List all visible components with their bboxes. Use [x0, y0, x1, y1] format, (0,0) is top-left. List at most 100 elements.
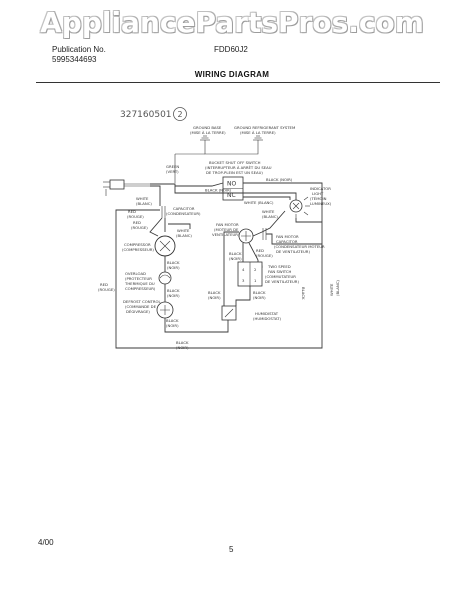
ground-base-label: GROUND BASE: [193, 125, 222, 130]
fan-cap-to-right: [266, 233, 322, 245]
indicator-label: INDICATOR: [310, 186, 331, 191]
white-to-compressor: [168, 223, 191, 229]
green-label-fr: (VERT): [166, 169, 179, 174]
indicator-return-wire: [295, 218, 322, 223]
white-left-label-fr: (BLANC): [262, 214, 278, 219]
compressor-label-fr: (COMPRESSEUR): [122, 247, 154, 252]
bucket-switch-nc: NC: [227, 192, 236, 199]
black-5-label: BLACK: [167, 260, 180, 265]
fan-motor-label-fr2: VENTILATEUR): [212, 232, 240, 237]
defrost-to-humidistat: [164, 318, 229, 333]
two-speed-label2: FAN SWITCH: [268, 269, 292, 274]
red-1-label: RED: [128, 209, 136, 214]
bucket-switch-label-fr1: (INTERRUPTEUR À ARRÊT DU SEAU: [205, 165, 272, 170]
defrost-label: DEFROST CONTROL: [123, 299, 161, 304]
fan-red-lead: [248, 242, 259, 261]
perimeter-wire: [115, 224, 323, 349]
red-1-label-fr: (ROUGE): [127, 214, 144, 219]
compressor-label: COMPRESSOR: [124, 242, 151, 247]
switch-common-wire: [200, 182, 224, 187]
publication-number: 5995344693: [52, 55, 97, 64]
overload-label-fr2: THERMIQUE DU: [124, 281, 155, 286]
white-blanc-label: WHITE (BLANC): [244, 200, 274, 205]
compressor-symbol: [159, 240, 171, 252]
humidistat-symbol: [224, 308, 234, 318]
black-7-label-fr: (NOIR): [166, 323, 179, 328]
fan-switch-4: 4: [242, 267, 245, 272]
fan-switch-2: 2: [254, 267, 257, 272]
indicator-label-fr2: (TÉMOIN: [310, 196, 327, 201]
fan-switch-1: 1: [254, 278, 257, 283]
white-to-fanmotor: [261, 210, 286, 233]
red-left-wire: [115, 209, 160, 224]
black-4-label-fr: (NOIR): [253, 295, 266, 300]
black-top-wire: [243, 182, 323, 244]
overload-label-fr1: (PROTECTEUR: [125, 276, 152, 281]
white-right-label: WHITE: [329, 283, 334, 296]
red-side-label: RED: [100, 282, 108, 287]
fan-cap-label2: CAPACITOR: [276, 239, 298, 244]
black-6-label-fr: (NOIR): [167, 293, 180, 298]
fan-motor-symbol: [241, 231, 251, 241]
black-7-label: BLACK: [166, 318, 179, 323]
ground-base-label-fr: (MISE À LA TERRE): [190, 130, 226, 135]
fan-cap-label: FAN MOTOR: [276, 234, 299, 239]
black-mid-wire: [174, 186, 290, 194]
black-bottom-label-fr: (NOIR): [176, 345, 189, 350]
black-bottom-label: BLACK: [176, 340, 189, 345]
black-mid-label: BLACK (NOIR): [205, 188, 232, 193]
switch-to-humidistat: [235, 286, 251, 306]
publication-label: Publication No.: [52, 45, 106, 54]
capacitor-label-fr: (CONDENSATEUR): [166, 211, 201, 216]
red-2-label: RED: [133, 220, 141, 225]
red-3-label-fr: (ROUGE): [256, 253, 273, 258]
overload-icon: [158, 271, 172, 285]
green-label: GREEN: [166, 164, 179, 169]
indicator-feed-wire: [290, 192, 297, 200]
revision-circle: [173, 107, 187, 121]
footer-page-number: 5: [229, 545, 234, 554]
red-3-label: RED: [256, 248, 264, 253]
defrost-symbol: [160, 305, 170, 315]
fan-motor-label-fr1: (MOTEUR DE: [214, 227, 239, 232]
white-2-label: WHITE: [136, 196, 149, 201]
fan-motor-feed: [223, 231, 239, 298]
black-4-label: BLACK: [253, 290, 266, 295]
ground-refrig-label-fr: (MISE À LA TERRE): [240, 130, 276, 135]
black-5-label-fr: (NOIR): [167, 265, 180, 270]
cord-white-drop: [150, 185, 161, 198]
black-6-label: BLACK: [167, 288, 180, 293]
ground-base-symbol: [200, 135, 210, 150]
defrost-label-fr1: (COMMANDE DE: [125, 304, 157, 309]
line-cord-black: [150, 183, 176, 186]
white-wire-top: [243, 196, 291, 200]
two-speed-label-fr2: DE VENTILATEUR): [265, 279, 299, 284]
diagram-revision: 2: [178, 110, 183, 119]
bucket-switch-label-fr2: DE TROP-PLEIN EST UN SEAU): [206, 170, 263, 175]
humidistat-label-fr: (HUMIDOSTAT): [253, 316, 281, 321]
red-2-label-fr: (ROUGE): [131, 225, 148, 230]
indicator-label-fr3: LUMINEUX): [310, 201, 332, 206]
two-speed-label: TWO SPEED: [267, 264, 291, 269]
header-rule: [36, 82, 440, 83]
power-cord-plug-icon: [103, 179, 150, 196]
bucket-switch-no: NO: [227, 181, 236, 188]
diagram-part-number: 327160501: [120, 110, 172, 120]
footer-date: 4/00: [38, 538, 54, 547]
fan-cap-label-fr2: DE VENTILATEUR): [276, 249, 310, 254]
black-8-label: BLACK: [208, 290, 221, 295]
indicator-label-fr1: LIGHT: [312, 191, 324, 196]
indicator-light-icon: [289, 196, 310, 218]
black-3-label-fr: (NOIR): [229, 256, 242, 261]
black-8-label-fr: (NOIR): [208, 295, 221, 300]
bucket-switch-label: BUCKET SHUT OFF SWITCH: [209, 160, 261, 165]
fan-motor-label: FAN MOTOR: [216, 222, 239, 227]
overload-symbol: [159, 274, 171, 279]
red-side-label-fr: (ROUGE): [98, 287, 115, 292]
fan-motor-white: [252, 231, 263, 237]
white-2-label-fr: (BLANC): [136, 201, 152, 206]
capacitor-icon: [161, 206, 166, 218]
white-right-label-fr: (BLANC): [335, 280, 340, 296]
capacitor-label: CAPACITOR: [173, 206, 195, 211]
